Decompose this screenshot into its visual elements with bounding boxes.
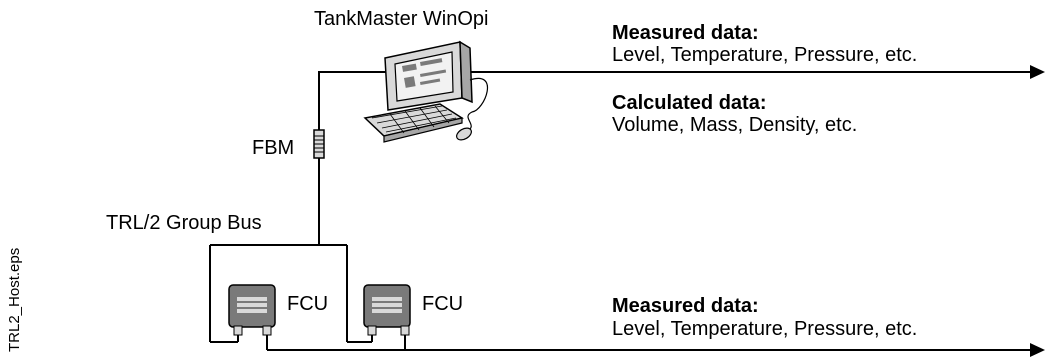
host-link-line xyxy=(318,71,1032,245)
fbm-device-icon xyxy=(313,129,325,159)
fcu-1-label: FCU xyxy=(287,293,329,315)
workstation-label: TankMaster WinOpi xyxy=(314,8,489,30)
file-name-label: TRL2_Host.eps xyxy=(6,247,23,352)
computer-workstation-icon xyxy=(363,40,489,143)
fbm-label: FBM xyxy=(252,137,295,159)
top-measured-items: Level, Temperature, Pressure, etc. xyxy=(612,44,918,66)
bottom-measured-title: Measured data: xyxy=(612,295,759,317)
top-calculated-title: Calculated data: xyxy=(612,92,767,114)
fcu-1-device-icon xyxy=(228,284,276,336)
top-measured-title: Measured data: xyxy=(612,22,759,44)
group-bus-label: TRL/2 Group Bus xyxy=(106,212,262,234)
fcu-2-device-icon xyxy=(363,284,411,336)
bottom-measured-items: Level, Temperature, Pressure, etc. xyxy=(612,318,918,340)
bottom-output-arrowhead xyxy=(1030,343,1045,357)
top-output-arrowhead xyxy=(1030,65,1045,79)
top-calculated-items: Volume, Mass, Density, etc. xyxy=(612,114,858,136)
fcu-2-label: FCU xyxy=(422,293,464,315)
